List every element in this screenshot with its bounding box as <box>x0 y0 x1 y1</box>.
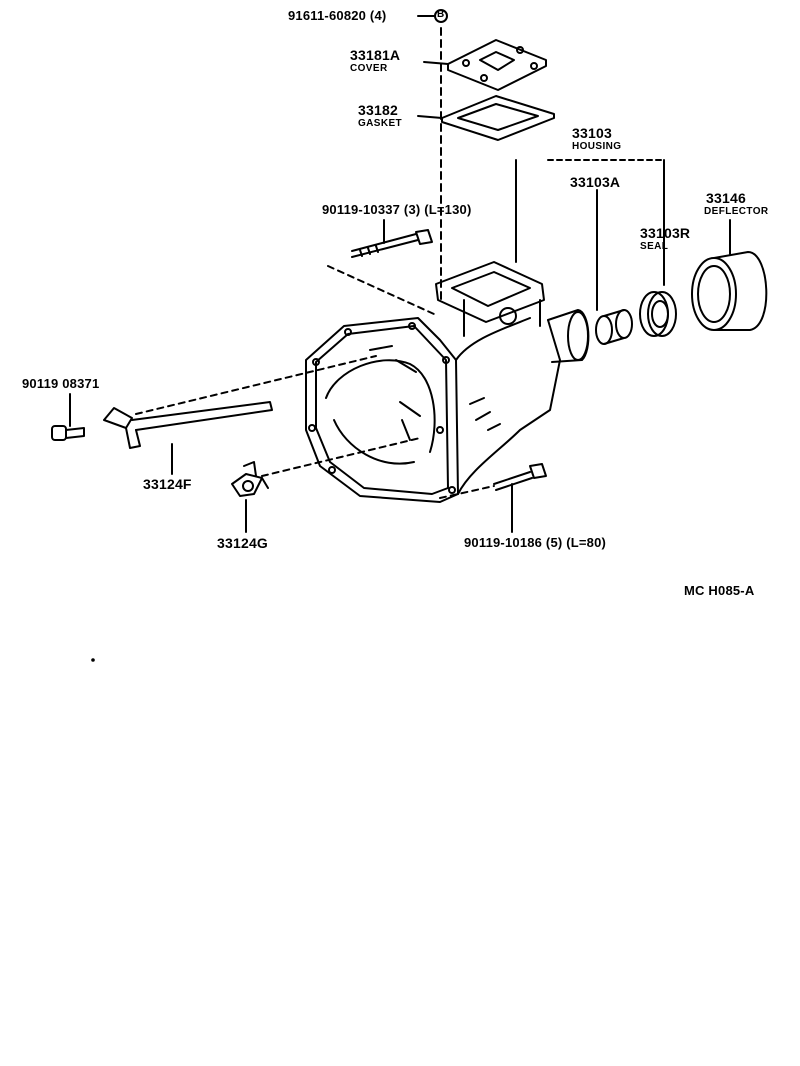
label-gasket-name: GASKET <box>358 118 403 129</box>
circle-b-marker <box>434 9 448 23</box>
label-seal-part-number: 33103R <box>640 225 691 241</box>
fork-guide <box>261 437 421 477</box>
label-lever-part-number: 33124F <box>143 476 192 492</box>
lever-guide <box>135 355 377 415</box>
bolt-short <box>493 463 547 491</box>
label-fork-part-number: 33124G <box>217 535 269 551</box>
label-bolt-small: 90119 08371 <box>22 376 100 391</box>
bolt-small <box>51 425 85 441</box>
bushing-33103a <box>595 309 633 345</box>
label-screw-cover: 91611-60820 (4) <box>288 8 387 23</box>
label-gasket-part-number: 33182 <box>358 102 398 118</box>
label-cover-part-number: 33181A <box>350 47 401 63</box>
label-deflector-part-number: 33146 <box>706 190 746 206</box>
bolt-long-guide <box>327 265 435 315</box>
bolt-short-guide <box>439 485 495 499</box>
transmission-housing <box>305 261 590 503</box>
release-fork <box>231 461 269 497</box>
cover-leader <box>423 61 449 65</box>
label-deflector-name: DEFLECTOR <box>704 206 769 217</box>
label-housing-part-number: 33103 <box>572 125 612 141</box>
label-cover-name: COVER <box>350 63 388 74</box>
label-diagram-code: MC H085-A <box>684 583 755 598</box>
label-housing-name: HOUSING <box>572 141 622 152</box>
label-seal-name: SEAL <box>640 241 669 252</box>
label-circle-b: B <box>437 9 445 20</box>
deflector-33146 <box>691 251 768 331</box>
label-housing-a: 33103A <box>570 174 621 190</box>
label-bolt-long: 90119-10337 (3) (L=130) <box>322 202 472 217</box>
bolt-long <box>351 229 433 258</box>
gasket-leader <box>417 115 443 119</box>
seal-33103r <box>639 291 677 337</box>
stray-dot <box>91 658 95 662</box>
shift-lever <box>103 401 273 449</box>
gasket <box>441 95 555 141</box>
cover-plate <box>447 39 547 91</box>
label-bolt-short: 90119-10186 (5) (L=80) <box>464 535 607 550</box>
